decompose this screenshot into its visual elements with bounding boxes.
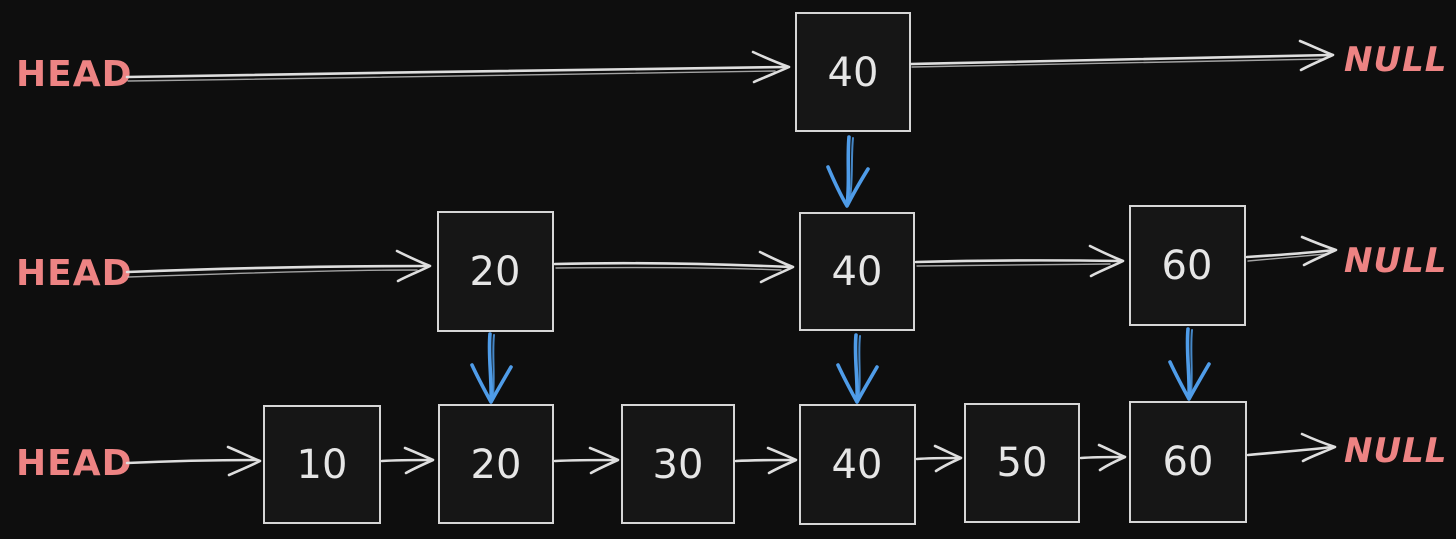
node-box xyxy=(438,404,554,524)
next-pointer-arrow xyxy=(380,458,432,463)
node-value: 20 xyxy=(471,442,522,488)
null-label: NULL xyxy=(1344,241,1447,281)
down-arrowhead-icon xyxy=(826,165,870,208)
node-value: 40 xyxy=(832,249,883,295)
down-arrow-echo xyxy=(858,335,861,396)
head-label: HEAD xyxy=(16,54,132,95)
down-pointer-40-l2-l1 xyxy=(826,135,870,208)
next-pointer-arrow xyxy=(125,264,429,274)
down-pointer-60-l1-l0 xyxy=(1168,327,1211,401)
arrowhead-icon xyxy=(403,446,435,475)
node-box xyxy=(964,403,1080,523)
down-pointer-20-l1-l0 xyxy=(470,332,513,404)
next-pointer-arrow xyxy=(125,458,258,465)
null-label: NULL xyxy=(1344,431,1447,471)
node-box xyxy=(799,212,915,331)
node-value: 40 xyxy=(828,50,879,96)
next-pointer-arrow-echo xyxy=(127,269,418,278)
next-pointer-arrow xyxy=(125,65,788,79)
down-arrow xyxy=(1185,327,1191,400)
arrowhead-icon xyxy=(1097,443,1127,472)
arrowhead-icon xyxy=(933,444,963,473)
next-pointer-arrow xyxy=(909,53,1332,66)
down-arrowhead-icon xyxy=(470,363,513,404)
next-pointer-arrow-echo xyxy=(1247,253,1327,262)
down-arrowhead-icon xyxy=(836,363,879,404)
next-pointer-arrow xyxy=(1246,445,1334,457)
next-pointer-arrow-echo xyxy=(127,70,776,82)
down-arrow xyxy=(487,332,493,403)
arrowhead-icon xyxy=(1088,244,1125,278)
next-pointer-arrow-echo xyxy=(911,58,1323,68)
arrowhead-icon xyxy=(1298,39,1335,72)
next-pointer-arrow xyxy=(914,259,1122,264)
down-arrowhead-icon xyxy=(1168,360,1211,401)
down-arrow-echo xyxy=(492,334,495,396)
next-pointer-arrow xyxy=(915,456,960,461)
node-box xyxy=(263,405,381,524)
arrowhead-icon xyxy=(1300,432,1337,463)
level-row-1: HEAD 20 40 60 NULL xyxy=(16,205,1447,332)
arrowhead-icon xyxy=(395,249,432,283)
node-value: 50 xyxy=(997,440,1048,486)
node-box xyxy=(1129,401,1247,523)
level-row-0: HEAD 10 20 30 40 50 60 xyxy=(16,401,1447,525)
next-pointer-arrow xyxy=(553,458,617,463)
node-box xyxy=(621,404,735,524)
next-pointer-arrow xyxy=(734,458,795,463)
null-label: NULL xyxy=(1344,40,1447,80)
next-pointer-arrow-echo xyxy=(916,263,1111,267)
down-arrow xyxy=(845,135,851,207)
next-pointer-arrow-echo xyxy=(555,266,782,271)
arrowhead-icon xyxy=(751,50,791,84)
node-value: 20 xyxy=(470,249,521,295)
node-value: 60 xyxy=(1163,439,1214,485)
next-pointer-arrow xyxy=(1245,248,1336,259)
node-value: 30 xyxy=(653,442,704,488)
node-value: 60 xyxy=(1162,243,1213,289)
down-arrow-echo xyxy=(849,137,854,199)
node-box xyxy=(795,12,911,132)
arrowhead-icon xyxy=(766,446,798,475)
next-pointer-arrow xyxy=(553,261,792,269)
next-pointer-arrow xyxy=(1079,455,1124,460)
node-value: 40 xyxy=(832,442,883,488)
level-row-2: HEAD 40 NULL xyxy=(16,12,1447,132)
arrowhead-icon xyxy=(758,250,795,284)
down-pointer-40-l1-l0 xyxy=(836,333,879,404)
down-arrow-echo xyxy=(1190,329,1193,394)
arrowhead-icon xyxy=(226,445,262,477)
arrowhead-icon xyxy=(588,446,620,475)
node-value: 10 xyxy=(297,442,348,488)
down-arrow xyxy=(853,333,859,403)
node-box xyxy=(799,404,916,525)
node-box xyxy=(437,211,554,332)
node-box xyxy=(1129,205,1246,326)
head-label: HEAD xyxy=(16,253,132,294)
head-label: HEAD xyxy=(16,443,132,484)
arrowhead-icon xyxy=(1300,235,1338,267)
